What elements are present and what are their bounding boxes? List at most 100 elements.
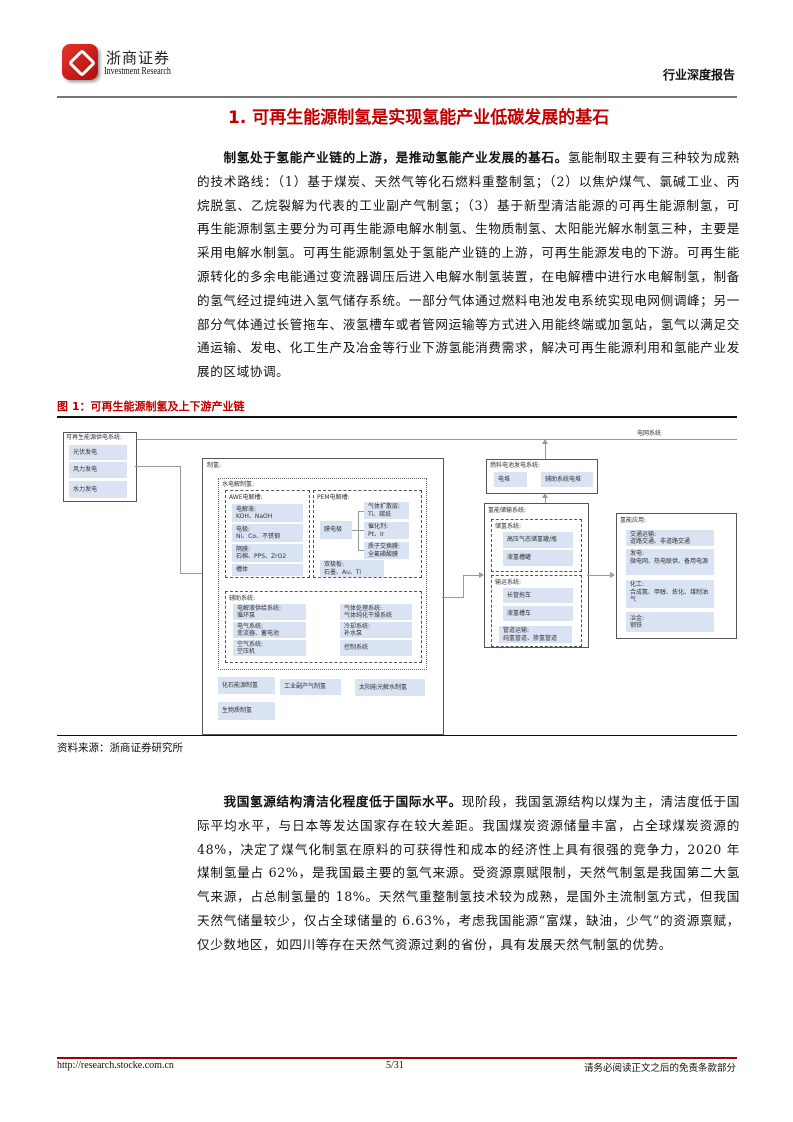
item-value: Ti、碳纸 <box>368 510 392 518</box>
item-value: KOH、NaOH <box>236 513 273 520</box>
item-label: 气体处理系统: <box>344 604 383 612</box>
paragraph-lead: 制氢处于氢能产业链的上游，是推动氢能产业发展的基石。 <box>223 150 568 165</box>
item-label: 隔膜: <box>236 545 251 553</box>
arrow-right-icon <box>610 572 615 578</box>
renewable-title: 可再生能源供电系统: <box>66 434 123 441</box>
store-title: 储氢系统: <box>495 523 522 530</box>
aux-item: 空气系统:空压机 <box>233 640 306 656</box>
electrolysis-box <box>218 478 427 670</box>
arrow-up-icon <box>542 493 548 498</box>
page-number: 5/31 <box>386 1060 404 1071</box>
awe-item: 电极:Ni、Co、不锈钢 <box>232 524 303 542</box>
production-method: 化石能源制氢 <box>218 677 275 694</box>
item-value: 变流器、蓄电池 <box>237 630 280 637</box>
awe-item: 隔膜:石棉、PPS、ZrO2 <box>232 544 303 562</box>
transport-box <box>491 575 582 647</box>
arrow-up-icon <box>542 439 548 444</box>
connector <box>352 530 359 531</box>
storage-item: 液氢槽罐 <box>503 550 573 566</box>
application-item: 冶金:钢铁 <box>626 612 714 632</box>
paragraph-body: 氢能制取主要有三种较为成熟的技术路线：（1）基于煤炭、天然气等化石燃料重整制氢；… <box>197 150 740 380</box>
item-label: 电气系统: <box>237 622 264 630</box>
paragraph-body: 现阶段，我国氢源结构以煤为主，清洁度低于国际平均水平，与日本等发达国家存在较大差… <box>197 794 740 952</box>
item-value: 循环泵 <box>237 612 256 619</box>
connector <box>587 575 611 576</box>
stocke-logo-icon <box>62 44 98 80</box>
connector <box>358 530 364 531</box>
item-value: 微电网、热电联供、备用电源 <box>630 557 709 565</box>
pem-box <box>313 490 422 578</box>
item-label: 电解液供给系统: <box>237 604 282 612</box>
connector <box>358 511 364 512</box>
application-item: 化工:合成氨、甲醇、炼化、煤制油气 <box>626 580 714 608</box>
item-label: 气体扩散层: <box>368 503 401 510</box>
transport-item: 长管拖车 <box>503 588 573 603</box>
item-value: 道路交通、非道路交通 <box>630 538 691 545</box>
application-item: 发电:微电网、热电联供、备用电源 <box>626 549 714 575</box>
item-value: 石棉、PPS、ZrO2 <box>236 553 287 560</box>
item-label: 电极: <box>236 525 251 533</box>
item-label: 空气系统: <box>237 640 264 648</box>
connector <box>180 466 181 573</box>
connector <box>463 575 464 598</box>
disclaimer-note: 请务必阅读正文之后的免责条款部分 <box>583 1063 736 1074</box>
figure-caption: 图 1：可再生能源制氢及上下游产业链 <box>57 400 245 413</box>
figure-top-rule <box>57 416 737 418</box>
aux-item: 控制系统 <box>340 640 412 656</box>
brand-name-en: Investment Research <box>104 66 171 77</box>
figure-bottom-rule <box>57 735 737 736</box>
production-method: 生物质制氢 <box>218 702 275 720</box>
item-value: 空压机 <box>237 648 256 655</box>
connector <box>545 444 546 459</box>
production-method: 工业副产气制氢 <box>280 679 341 695</box>
grid-label: 电网系统 <box>637 430 662 437</box>
aux-item: 电气系统:变流器、蓄电池 <box>233 622 306 638</box>
grid-line <box>135 439 737 440</box>
item-value: Pt、Ir <box>368 530 385 538</box>
item-value: 全氟磺酸膜 <box>368 550 399 558</box>
electrolysis-title: 水电解制氢: <box>222 481 255 488</box>
connector <box>442 597 464 598</box>
brand-name: 浙商证券 <box>106 49 171 67</box>
transport-item: 液氢槽车 <box>503 606 573 621</box>
item-value: 石墨、Au、Ti <box>324 568 362 576</box>
awe-title: AWE电解槽: <box>229 494 263 501</box>
awe-box <box>225 490 310 578</box>
item-label: 冷却系统: <box>344 622 371 630</box>
pem-title: PEM电解槽: <box>317 494 350 501</box>
footer-url[interactable]: http://research.stocke.com.cn <box>57 1060 174 1071</box>
item-label: 管道运输: <box>503 627 530 634</box>
pem-bipolar: 双极板:石墨、Au、Ti <box>320 560 384 577</box>
item-label: 冶金: <box>630 614 645 622</box>
fuel-cell-title: 燃料电池发电系统: <box>490 462 541 469</box>
aux-item: 气体处理系统:气体纯化干燥系统 <box>340 604 412 620</box>
item-label: 质子交换膜: <box>368 543 401 550</box>
item-value: 钢铁 <box>630 622 643 629</box>
awe-item: 槽体 <box>232 564 303 576</box>
fuel-cell-item: 辅助系统电堆 <box>541 472 593 487</box>
pem-mea: 膜电极 <box>320 521 352 539</box>
connector <box>135 466 181 467</box>
aux-item: 冷却系统:补水泵 <box>340 622 412 638</box>
renewable-item: 水力发电 <box>69 481 127 498</box>
connector <box>463 575 479 576</box>
item-value: 纯氢管道、掺氢管道 <box>503 634 558 642</box>
arrow-right-icon <box>479 572 484 578</box>
aux-system-box <box>225 591 422 663</box>
pem-layer: 催化剂:Pt、Ir <box>364 522 409 539</box>
item-value: 气体纯化干燥系统 <box>344 612 393 619</box>
section-title: 1. 可再生能源制氢是实现氢能产业低碳发展的基石 <box>228 108 610 128</box>
renewable-item: 光伏发电 <box>69 445 127 460</box>
item-label: 电解液: <box>236 505 257 513</box>
footer-divider <box>57 1057 737 1059</box>
connector <box>358 550 364 551</box>
storage-item: 高压气态储氢罐/瓶 <box>503 532 573 548</box>
item-label: 双极板: <box>324 561 345 568</box>
renewable-item: 风力发电 <box>69 462 127 478</box>
production-title: 制氢: <box>207 462 222 469</box>
storage-title: 氢能储输系统: <box>488 507 527 514</box>
paragraph-lead: 我国氢源结构清洁化程度低于国际水平。 <box>223 794 462 809</box>
item-value: 补水泵 <box>344 630 363 637</box>
fuel-cell-item: 电堆 <box>494 472 527 487</box>
